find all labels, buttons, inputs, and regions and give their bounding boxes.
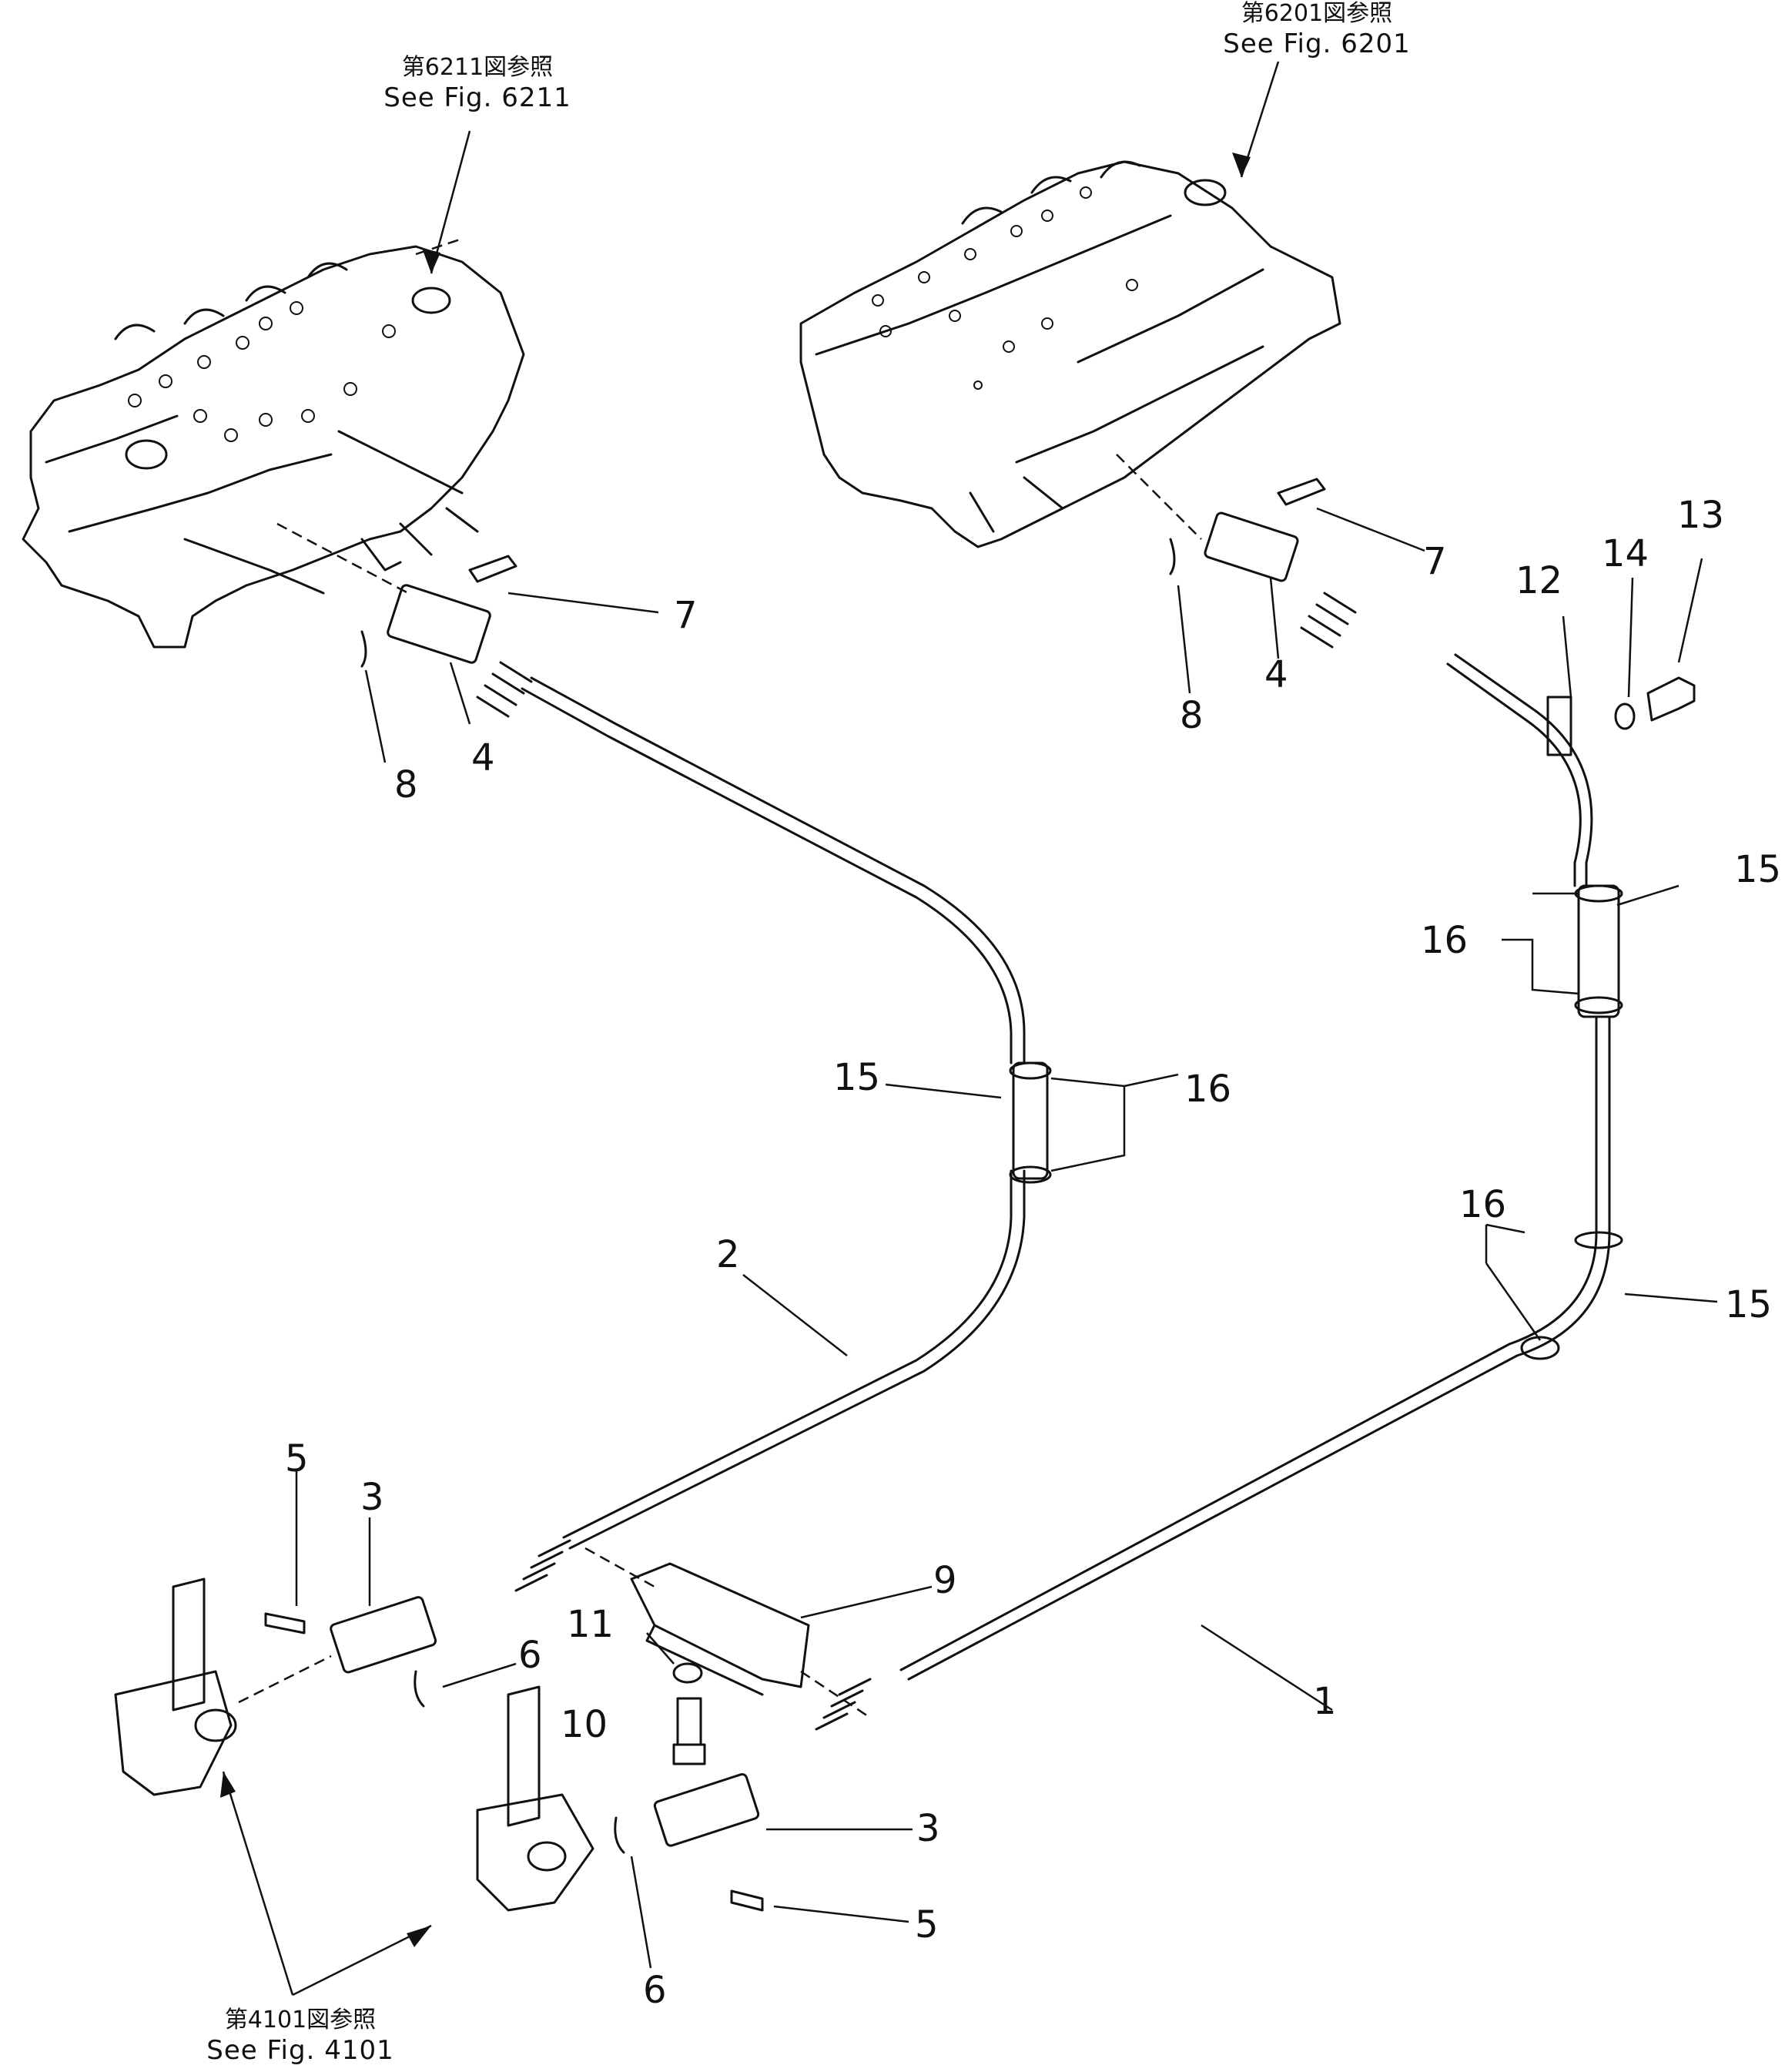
joint-4-right [1204,511,1299,582]
joint-4-left [387,584,491,664]
bolt-13 [1646,676,1696,722]
bracket-12 [1546,696,1572,756]
ref-label-6211: 第6211図参照 See Fig. 6211 [362,54,593,114]
cotter-8-left [360,630,367,668]
callout-12: 12 [1515,559,1563,602]
ref-label-en: See Fig. 6201 [1223,28,1411,59]
callout-16-right-upper: 16 [1421,919,1469,962]
right-control-valve [799,160,1341,548]
ref-label-en: See Fig. 4101 [206,2035,394,2066]
cable-1 [815,592,1623,1731]
callout-16-right-lower: 16 [1459,1183,1507,1226]
ref-arrow-4101 [222,1771,432,1997]
callout-2: 2 [716,1233,740,1276]
callout-1: 1 [1313,1680,1337,1723]
callout-10: 10 [561,1703,608,1746]
callout-4-right: 4 [1264,653,1288,696]
ref-arrow-6211 [430,130,471,274]
callout-3-right: 3 [916,1807,940,1850]
callout-4-left: 4 [471,736,495,780]
callout-5-left: 5 [285,1437,309,1480]
ref-label-4101: 第4101図参照 See Fig. 4101 [200,2007,400,2067]
callout-9: 9 [933,1559,957,1602]
lever-left [114,1577,237,1796]
bracket-9 [630,1562,810,1696]
lever-right [476,1685,594,1912]
joint-3-right [653,1773,760,1847]
cotter-6-right [614,1816,625,1854]
pin-5-right [730,1889,764,1912]
washer-11 [672,1662,703,1684]
ref-label-6201: 第6201図参照 See Fig. 6201 [1201,0,1432,60]
callout-7-left: 7 [674,594,698,637]
ref-label-jp: 第6211図参照 [401,54,554,81]
callout-14: 14 [1602,532,1649,575]
callout-16-left: 16 [1184,1068,1232,1111]
ref-label-en: See Fig. 6211 [383,82,571,113]
washer-14 [1614,702,1636,730]
callout-3-left: 3 [360,1476,384,1519]
pin-5-left [264,1612,306,1634]
pin-7-left [468,555,517,583]
bolt-10 [672,1697,706,1765]
callout-6-right: 6 [643,1969,667,2012]
callout-8-right: 8 [1180,694,1204,737]
callout-13: 13 [1677,494,1725,537]
left-control-valve [22,237,525,649]
ref-label-jp: 第4101図参照 [224,2007,377,2033]
cotter-6-left [414,1670,425,1708]
callout-15-right-upper: 15 [1734,848,1782,891]
joint-3-left [330,1596,437,1674]
ref-label-jp: 第6201図参照 [1241,0,1393,27]
callout-5-right: 5 [915,1903,939,1946]
callout-7-right: 7 [1423,540,1447,583]
cotter-8-right [1169,538,1176,575]
callout-8-left: 8 [394,763,418,806]
callout-11: 11 [567,1603,615,1646]
callout-15-right-lower: 15 [1725,1283,1773,1326]
pin-7-right [1277,478,1326,506]
cable-2 [476,661,1052,1592]
callout-6-left: 6 [518,1634,542,1677]
callout-15-left: 15 [833,1056,881,1099]
